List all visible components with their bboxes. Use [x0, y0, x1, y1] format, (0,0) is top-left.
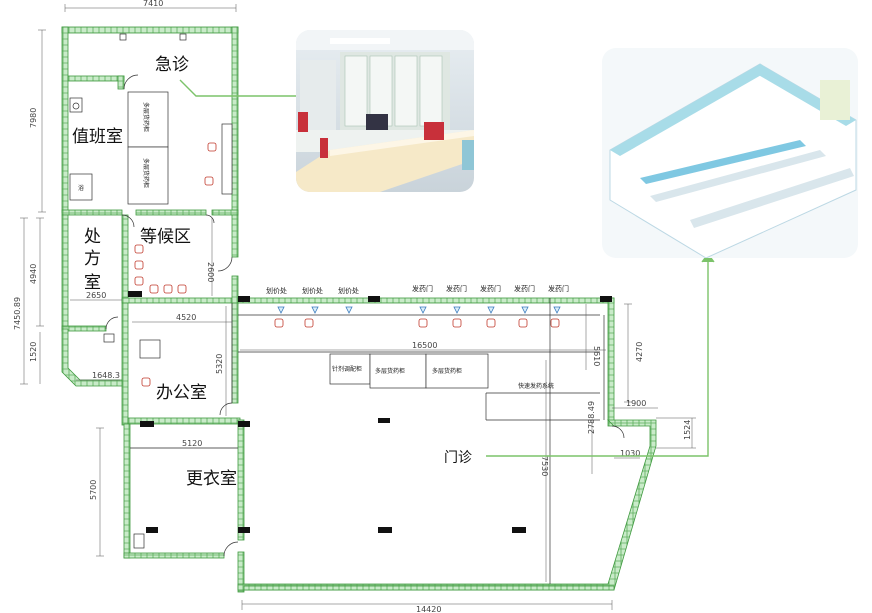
dispensing-label-2: 发药门: [446, 284, 467, 293]
emergency-render-photo: [296, 30, 474, 192]
room-locker: 更衣室: [186, 469, 237, 489]
dim-entrance-a: 2788.49: [587, 401, 596, 434]
left-cabinet-2-label: 多层货药柜: [142, 158, 150, 188]
pricing-label-1: 划价处: [266, 286, 287, 295]
counter-labels: 划价处 划价处 划价处 发药门 发药门 发药门 发药门 发药门: [266, 284, 569, 295]
dim-waiting-height: 2600: [206, 262, 215, 282]
cabinet-multi-2-label: 多层货药柜: [432, 367, 462, 375]
dim-bottom-left: 1648.3: [92, 371, 120, 380]
room-duty: 值班室: [72, 127, 123, 147]
dim-corner-height: 1524: [683, 420, 692, 440]
dimension-labels: 7410 7980 4940 7450.89 1520 2650 2600 45…: [13, 0, 692, 613]
room-waiting: 等候区: [140, 227, 191, 247]
room-prescription-3: 室: [84, 273, 101, 293]
cabinets: [127, 91, 489, 389]
cabinet-multi-1-label: 多层货药柜: [375, 367, 405, 375]
dispensing-label-3: 发药门: [480, 284, 501, 293]
duty-fixture-mark: 浴: [78, 184, 84, 192]
dim-office-width: 4520: [176, 313, 196, 322]
fast-dispense-label: 快速发药系统: [518, 382, 554, 390]
fixtures: [69, 33, 187, 549]
dim-main-height: 7530: [540, 456, 549, 476]
room-prescription-1: 处: [84, 227, 101, 247]
columns: [128, 291, 612, 533]
dim-entrance-b: 1030: [620, 449, 640, 458]
dimension-lines: [20, 4, 696, 610]
dim-left-lower: 1520: [29, 342, 38, 362]
dim-left-height-top: 7980: [29, 108, 38, 128]
dim-locker-height: 5700: [89, 480, 98, 500]
dim-cabinet-depth: 5610: [592, 346, 601, 366]
dispensing-label-5: 发药门: [548, 284, 569, 293]
dim-top-width: 7410: [143, 0, 163, 8]
dispensing-label-4: 发药门: [514, 284, 535, 293]
pricing-label-3: 划价处: [338, 286, 359, 295]
counter-stations: [277, 306, 561, 314]
room-office: 办公室: [156, 383, 207, 403]
pricing-label-2: 划价处: [302, 286, 323, 295]
dim-right-height: 4270: [635, 342, 644, 362]
dim-bottom-width: 14420: [416, 605, 441, 613]
doors: [105, 74, 625, 557]
room-prescription-2: 方: [84, 249, 101, 269]
dim-corner-width: 1900: [626, 399, 646, 408]
chairs: [134, 142, 560, 387]
cabinet-labels: 针剂调配柜 多层货药柜 多层货药柜 快速发药系统 多层货药柜 多层货药柜: [142, 102, 554, 390]
left-cabinet-1-label: 多层货药柜: [142, 102, 150, 132]
room-labels: 急诊 值班室 等候区 处 方 室 办公室 更衣室 门诊 浴: [72, 55, 472, 489]
walls: [61, 26, 657, 593]
dim-prescription-width: 2650: [86, 291, 106, 300]
cabinet-injection-label: 针剂调配柜: [332, 365, 362, 373]
dim-left-outer: 7450.89: [13, 297, 22, 330]
room-outpatient: 门诊: [444, 450, 472, 466]
dim-main-width: 16500: [412, 341, 437, 350]
dim-office-height: 5320: [215, 354, 224, 374]
dispensing-label-1: 发药门: [412, 284, 433, 293]
dim-locker-width: 5120: [182, 439, 202, 448]
pharmacy-3d-render: [602, 48, 858, 258]
room-emergency: 急诊: [155, 55, 189, 75]
dim-left-height-mid: 4940: [29, 264, 38, 284]
